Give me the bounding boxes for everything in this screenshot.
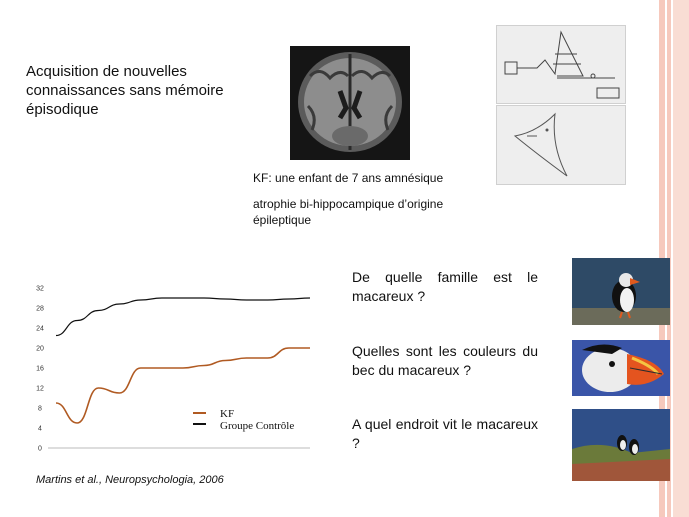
y-tick-label: 32 (36, 286, 44, 293)
chart-legend: KF Groupe Contrôle (193, 408, 294, 432)
question-habitat-text: A quel endroit vit le macareux ? (352, 416, 538, 451)
question-beak-colors: Quelles sont les couleurs du bec du maca… (352, 342, 538, 380)
drawing-image (496, 105, 626, 185)
slide-title: Acquisition de nouvelles connaissances s… (26, 63, 224, 118)
legend-control-label: Groupe Contrôle (220, 420, 295, 432)
legend-kf-label: KF (220, 408, 235, 420)
y-tick-label: 28 (36, 306, 44, 313)
decorative-stripe (673, 0, 689, 517)
y-tick-label: 0 (38, 446, 42, 453)
puffin-cliff-photo (572, 409, 670, 481)
y-tick-label: 24 (36, 326, 44, 333)
legend-kf: KF (193, 408, 294, 420)
legend-control-swatch (193, 423, 206, 425)
diagnosis-caption: atrophie bi-hippocampique d’origine épil… (253, 197, 444, 227)
patient-caption: KF: une enfant de 7 ans amnésique (253, 171, 444, 185)
series-line-kf (55, 347, 310, 424)
legend-kf-swatch (193, 412, 206, 414)
legend-control: Groupe Contrôle (193, 420, 294, 432)
y-tick-label: 12 (36, 386, 44, 393)
task-diagram-image (496, 25, 626, 104)
series-line-control (55, 297, 311, 337)
puffin-photo-1 (572, 258, 670, 325)
question-beak-colors-text: Quelles sont les couleurs du bec du maca… (352, 343, 538, 378)
question-habitat: A quel endroit vit le macareux ? (352, 415, 538, 453)
y-tick-label: 16 (36, 366, 44, 373)
question-family-text: De quelle famille est le macareux ? (352, 269, 538, 304)
question-family: De quelle famille est le macareux ? (352, 268, 538, 306)
y-tick-label: 20 (36, 346, 44, 353)
puffin-beak-photo (572, 340, 670, 396)
learning-chart-svg: 0 4 8 12 16 20 24 28 32 (36, 286, 311, 453)
y-tick-label: 4 (38, 426, 42, 433)
y-tick-label: 8 (38, 406, 42, 413)
brain-mri-image (290, 46, 410, 160)
citation: Martins et al., Neuropsychologia, 2006 (36, 474, 224, 486)
learning-chart: 0 4 8 12 16 20 24 28 32 (30, 280, 320, 455)
